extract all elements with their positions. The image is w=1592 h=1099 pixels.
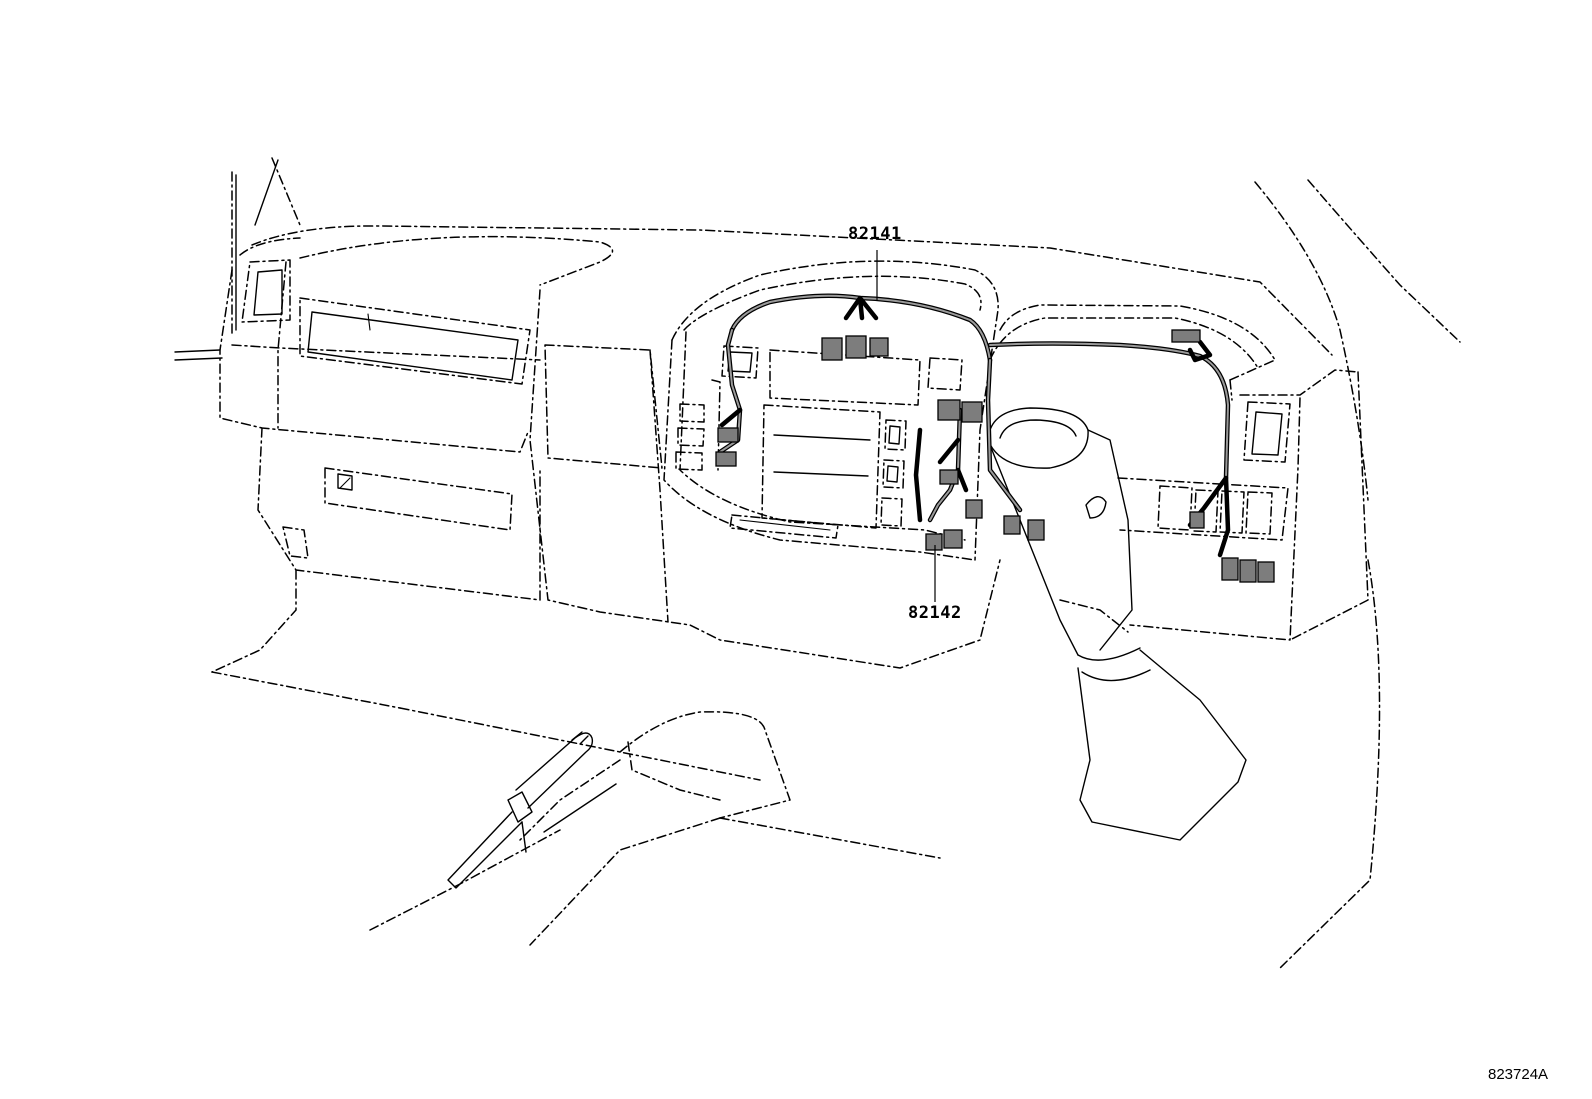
connector — [1027, 519, 1045, 541]
left-air-vent — [241, 259, 291, 323]
connector — [717, 427, 739, 443]
left-door-trim — [174, 349, 223, 361]
connector — [1239, 559, 1257, 583]
driver-dash-panel — [1117, 369, 1369, 641]
connector — [961, 401, 983, 423]
floor-tunnel — [369, 707, 941, 946]
connector — [1171, 329, 1201, 343]
connector — [845, 335, 867, 359]
callout-82142: 82142 — [908, 603, 962, 623]
center-stack-frame — [663, 260, 999, 561]
instrument-cluster-hood — [989, 304, 1276, 401]
dashboard-top-outline — [239, 225, 1333, 356]
callout-82141: 82141 — [848, 224, 902, 244]
connector — [1257, 561, 1275, 583]
connectors — [715, 329, 1275, 583]
connector — [821, 337, 843, 361]
left-a-pillar — [231, 157, 301, 336]
connector — [1003, 515, 1021, 535]
connector — [965, 499, 983, 519]
center-console-lower — [211, 289, 1001, 709]
wire-harness — [717, 293, 1231, 558]
connector — [715, 451, 737, 467]
right-a-pillar — [1254, 179, 1461, 969]
parking-brake-lever — [447, 731, 617, 889]
connector — [937, 399, 961, 421]
passenger-dash-panel — [219, 261, 541, 453]
steering-column — [987, 407, 1247, 841]
connector — [1189, 511, 1205, 529]
connector — [1221, 557, 1239, 581]
connector — [925, 533, 943, 551]
glove-box — [257, 427, 541, 601]
connector — [869, 337, 889, 357]
right-air-vent — [1243, 401, 1291, 463]
connector — [943, 529, 963, 549]
figure-reference: 823724A — [1488, 1066, 1549, 1083]
center-left-switch-bank — [675, 345, 759, 471]
connector — [939, 469, 959, 485]
center-right-switch-bank — [880, 357, 963, 527]
